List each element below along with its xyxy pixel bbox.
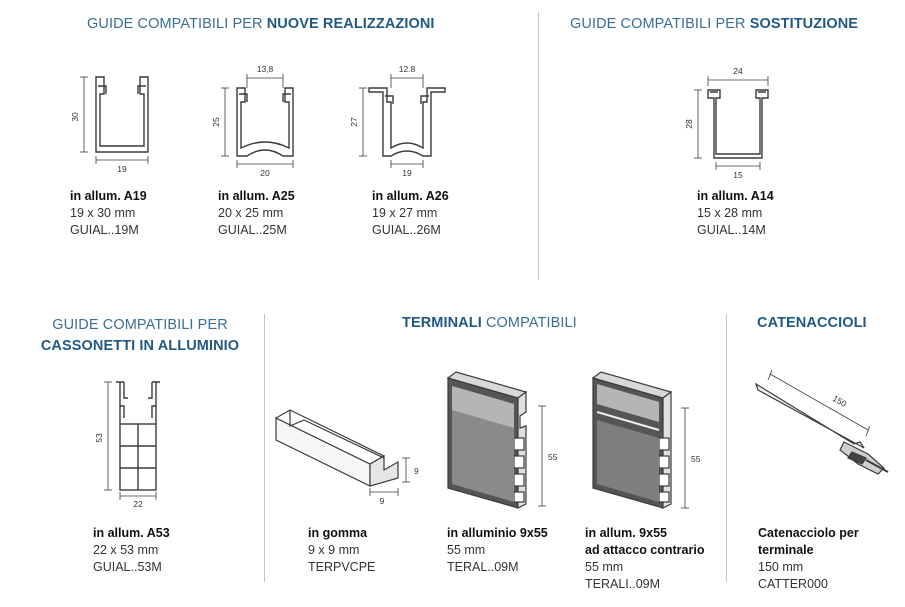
product-code: GUIAL..53M [93, 560, 162, 574]
product-name: in allum. A25 [218, 189, 295, 203]
product-name-line2: ad attacco contrario [585, 543, 705, 557]
product-contrario-caption: in allum. 9x55 ad attacco contrario 55 m… [585, 525, 704, 593]
product-code: GUIAL..26M [372, 223, 441, 237]
catenacciolo-drawing: 150 [748, 360, 898, 490]
product-a25-caption: in allum. A25 20 x 25 mm GUIAL..25M [218, 188, 295, 239]
product-size: 19 x 30 mm [70, 206, 136, 220]
gomma-dim-width: 9 [380, 496, 385, 506]
a25-dim-top: 13,8 [257, 64, 274, 74]
section-title-sostituzione: GUIDE COMPATIBILI PER SOSTITUZIONE [570, 16, 859, 32]
profile-a53-drawing: 53 22 [88, 376, 178, 509]
product-name: in alluminio 9x55 [447, 526, 548, 540]
product-name: in allum. A14 [697, 189, 774, 203]
gomma-dim-height: 9 [414, 466, 419, 476]
divider-top [538, 12, 539, 280]
a19-dim-height: 30 [70, 112, 80, 122]
product-alluminio955-caption: in alluminio 9x55 55 mm TERAL..09M [447, 525, 548, 576]
product-code: CATTER000 [758, 577, 828, 591]
section-title-nuove-realizzazioni: GUIDE COMPATIBILI PER NUOVE REALIZZAZION… [87, 16, 435, 32]
divider-bottom-right [726, 314, 727, 582]
product-size: 22 x 53 mm [93, 543, 159, 557]
product-size: 15 x 28 mm [697, 206, 763, 220]
a25-dim-width: 20 [260, 168, 270, 178]
product-name-line2: terminale [758, 543, 814, 557]
product-name: in allum. A19 [70, 189, 147, 203]
contrario-dim-height: 55 [691, 454, 701, 464]
product-code: GUIAL..14M [697, 223, 766, 237]
profile-a26-drawing: 12.8 27 19 [345, 60, 460, 180]
product-name: in allum. A26 [372, 189, 449, 203]
product-a26-caption: in allum. A26 19 x 27 mm GUIAL..26M [372, 188, 449, 239]
product-code: GUIAL..25M [218, 223, 287, 237]
product-name: Catenacciolo per [758, 526, 859, 540]
a53-dim-width: 22 [133, 499, 143, 509]
product-size: 150 mm [758, 560, 804, 574]
product-size: 20 x 25 mm [218, 206, 284, 220]
a26-dim-top: 12.8 [399, 64, 416, 74]
terminal-contrario-drawing: 55 [585, 368, 715, 518]
a14-dim-width: 15 [733, 170, 743, 180]
product-code: TERALI..09M [585, 577, 661, 591]
product-size: 55 mm [585, 560, 624, 574]
product-code: GUIAL..19M [70, 223, 139, 237]
section-title-cassonetti: GUIDE COMPATIBILI PER CASSONETTI IN ALLU… [40, 317, 240, 354]
product-a19-caption: in allum. A19 19 x 30 mm GUIAL..19M [70, 188, 147, 239]
product-name: in allum. 9x55 [585, 526, 667, 540]
a19-dim-width: 19 [117, 164, 127, 174]
product-name: in allum. A53 [93, 526, 170, 540]
product-size: 9 x 9 mm [308, 543, 360, 557]
product-a14-caption: in allum. A14 15 x 28 mm GUIAL..14M [697, 188, 774, 239]
product-gomma-caption: in gomma 9 x 9 mm TERPVCPE [308, 525, 375, 576]
product-code: TERPVCPE [308, 560, 376, 574]
product-a53-caption: in allum. A53 22 x 53 mm GUIAL..53M [93, 525, 170, 576]
terminal-alluminio-drawing: 55 [440, 368, 570, 518]
section-title-catenaccioli: CATENACCIOLI [757, 315, 867, 331]
a53-dim-height: 53 [94, 433, 104, 443]
divider-bottom-left [264, 314, 265, 582]
product-code: TERAL..09M [447, 560, 519, 574]
product-name: in gomma [308, 526, 368, 540]
profile-a14-drawing: 24 28 15 [680, 62, 790, 182]
catenacciolo-dim-length: 150 [831, 393, 849, 409]
product-size: 55 mm [447, 543, 486, 557]
section-title-terminali: TERMINALI COMPATIBILI [402, 315, 577, 331]
a26-dim-width: 19 [402, 168, 412, 178]
a26-dim-height: 27 [349, 117, 359, 127]
product-size: 19 x 27 mm [372, 206, 438, 220]
alluminio955-dim-height: 55 [548, 452, 558, 462]
terminal-gomma-drawing: 9 9 [270, 400, 430, 510]
product-catenacciolo-caption: Catenacciolo per terminale 150 mm CATTER… [758, 525, 859, 593]
profile-a25-drawing: 13,8 25 20 [205, 60, 315, 180]
a25-dim-height: 25 [211, 117, 221, 127]
a14-dim-top: 24 [733, 66, 743, 76]
profile-a19-drawing: 30 19 [60, 70, 170, 180]
a14-dim-height: 28 [684, 119, 694, 129]
